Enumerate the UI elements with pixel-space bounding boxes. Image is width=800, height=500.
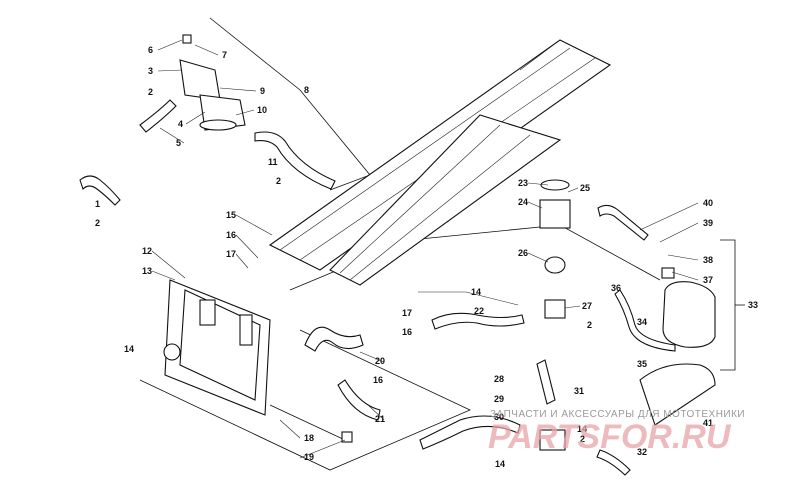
callout-14: 14 [124, 344, 134, 354]
callout-23: 23 [518, 178, 528, 188]
callout-41: 41 [703, 418, 713, 428]
callout-14: 14 [495, 459, 505, 469]
callout-22: 22 [474, 306, 484, 316]
callout-3: 3 [148, 66, 153, 76]
callout-2: 2 [148, 87, 153, 97]
callout-11: 11 [268, 157, 278, 167]
callout-1: 1 [95, 199, 100, 209]
callout-2: 2 [587, 320, 592, 330]
callout-16: 16 [402, 327, 412, 337]
callout-6: 6 [148, 45, 153, 55]
coolant-reservoir [597, 204, 716, 352]
callout-34: 34 [637, 317, 647, 327]
callout-19: 19 [304, 452, 314, 462]
hose-upper-mid [431, 312, 525, 330]
callout-12: 12 [142, 246, 152, 256]
callout-29: 29 [494, 394, 504, 404]
callout-31: 31 [574, 386, 584, 396]
callout-14: 14 [471, 287, 481, 297]
callout-40: 40 [703, 198, 713, 208]
callout-17: 17 [402, 308, 412, 318]
callout-14: 14 [577, 424, 587, 434]
watermark-tagline: ЗАПЧАСТИ И АКСЕССУАРЫ ДЛЯ МОТОТЕХНИКИ [490, 409, 745, 420]
callout-2: 2 [580, 434, 585, 444]
callout-24: 24 [518, 197, 528, 207]
callout-13: 13 [142, 266, 152, 276]
callout-labels: 1 2 2 2 2 2 3 4 5 6 7 8 9 10 11 12 13 14… [95, 45, 758, 469]
callout-17: 17 [226, 249, 236, 259]
callout-27: 27 [582, 301, 592, 311]
callout-15: 15 [226, 210, 236, 220]
watermark-brand: PARTSFOR.RU [488, 418, 732, 456]
watermark: ЗАПЧАСТИ И АКСЕССУАРЫ ДЛЯ МОТОТЕХНИКИ PA… [488, 409, 745, 456]
thermostat-housing [139, 34, 336, 190]
callout-8: 8 [304, 85, 309, 95]
callout-20: 20 [375, 356, 385, 366]
callout-18: 18 [304, 433, 314, 443]
callout-28: 28 [494, 374, 504, 384]
callout-10: 10 [257, 105, 267, 115]
callout-35: 35 [637, 359, 647, 369]
callout-16: 16 [226, 230, 236, 240]
callout-38: 38 [703, 255, 713, 265]
heat-exchanger-front [268, 39, 612, 271]
callout-16: 16 [373, 375, 383, 385]
lower-hoses [419, 359, 716, 476]
callout-36: 36 [611, 283, 621, 293]
callout-7: 7 [222, 50, 227, 60]
callout-30: 30 [494, 412, 504, 422]
callout-26: 26 [518, 248, 528, 258]
radiator-frame [163, 279, 353, 443]
callout-2: 2 [276, 176, 281, 186]
leader-lines [151, 39, 699, 459]
filler-neck [539, 179, 571, 319]
callout-21: 21 [375, 414, 385, 424]
callout-33: 33 [748, 300, 758, 310]
callout-39: 39 [703, 218, 713, 228]
callout-5: 5 [176, 138, 181, 148]
callout-2: 2 [95, 218, 100, 228]
callout-37: 37 [703, 275, 713, 285]
callout-9: 9 [260, 86, 265, 96]
callout-25: 25 [580, 183, 590, 193]
heat-exchanger-rear [329, 114, 562, 286]
callout-32: 32 [637, 447, 647, 457]
callout-4: 4 [178, 119, 183, 129]
small-hose [79, 175, 121, 206]
hose-left-mid [304, 326, 381, 421]
